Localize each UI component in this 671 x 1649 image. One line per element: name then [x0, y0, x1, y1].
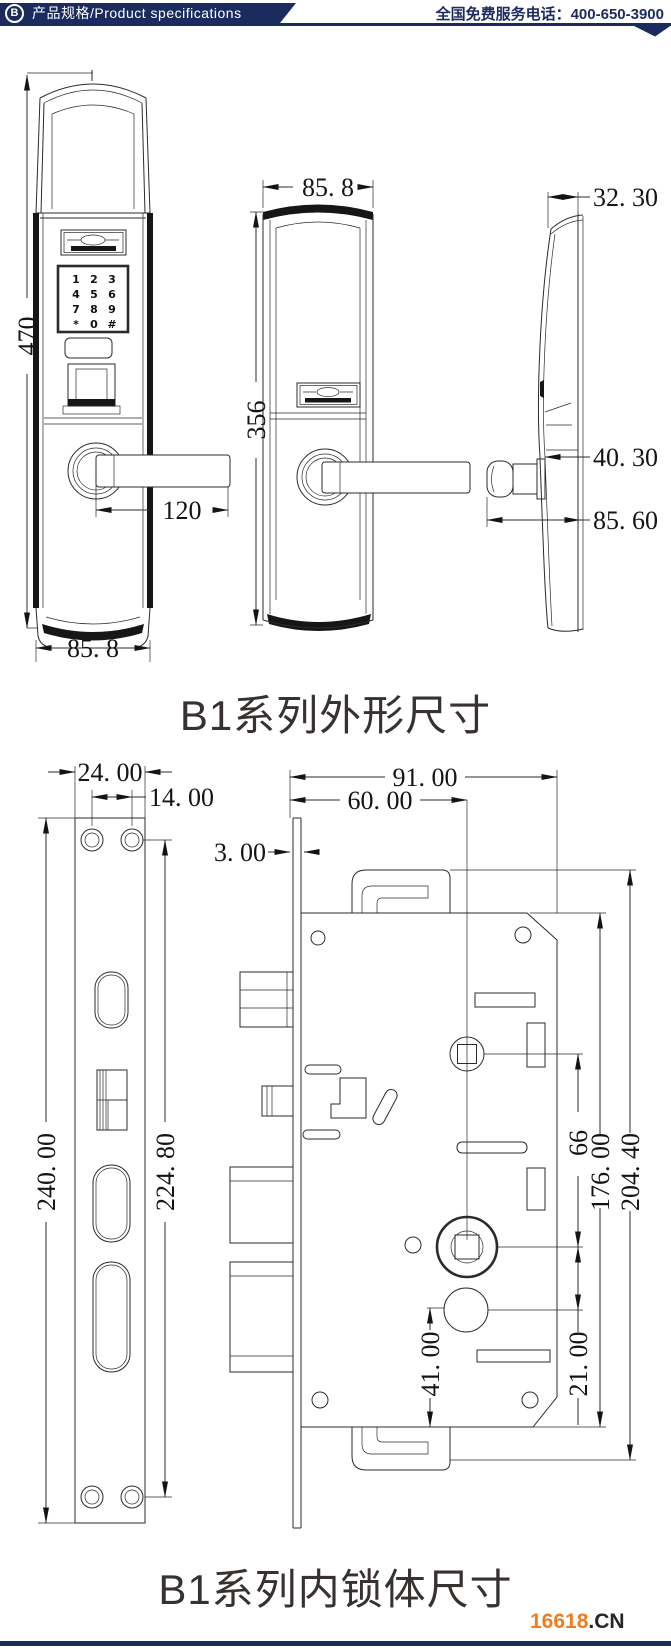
lockbody-drawing: 24. 00 14. 00 240. 00 224. 80 [32, 758, 645, 1529]
bottom-bar [0, 1641, 671, 1646]
key-4: 4 [72, 288, 80, 301]
key-0: 0 [90, 318, 98, 331]
key-6: 6 [108, 288, 116, 301]
keypad: 1 2 3 4 5 6 7 8 9 * 0 # [56, 264, 130, 334]
card-window [64, 337, 113, 359]
deadbolt-2 [229, 1261, 294, 1373]
section2-title: B1系列内锁体尺寸 [158, 1566, 513, 1613]
dim-front-width: 85. 8 [35, 634, 151, 663]
dim-plate-t: 3. 00 [214, 838, 320, 867]
svg-text:204. 40: 204. 40 [616, 1133, 645, 1211]
site-logo-number: 16618 [530, 1610, 589, 1633]
site-logo-tld: .CN [588, 1610, 625, 1633]
service-phone: 全国免费服务电话：400-650-3900 [435, 6, 664, 23]
header-bar: B 产品规格/Product specifications [0, 3, 296, 23]
side-handle [486, 458, 546, 500]
dim-plate-w: 24. 00 [48, 758, 172, 818]
svg-text:85. 60: 85. 60 [593, 506, 658, 535]
cylinder-hole [443, 1287, 489, 1333]
key-hash: # [107, 318, 116, 331]
dim-plate-h: 240. 00 [32, 817, 75, 1524]
section1-title: B1系列外形尺寸 [179, 692, 492, 739]
aux-bolt [261, 1085, 294, 1117]
dim-cyl-gap: 21. 00 [564, 1246, 593, 1425]
front-handle [95, 454, 231, 488]
dim-body-h: 176. 00 [530, 912, 615, 1428]
svg-text:176. 00: 176. 00 [586, 1133, 615, 1211]
faceplate-front [74, 817, 146, 1524]
dim-back-width: 85. 8 [262, 173, 374, 208]
back-view: 85. 8 356 [242, 173, 471, 631]
svg-text:85. 8: 85. 8 [67, 634, 119, 663]
svg-text:24. 00: 24. 00 [78, 758, 143, 787]
dim-470: 470 [13, 72, 93, 629]
svg-text:120: 120 [163, 496, 202, 525]
front-view: 1 2 3 4 5 6 7 8 9 * 0 # [13, 70, 231, 663]
dim-hole-gap: 14. 00 [91, 783, 214, 826]
svg-text:3. 00: 3. 00 [214, 838, 266, 867]
brand-b-icon: B [5, 3, 24, 23]
key-9: 9 [108, 303, 116, 316]
latch-cutout [96, 1069, 128, 1131]
dim-120: 120 [95, 473, 229, 525]
svg-text:356: 356 [242, 401, 271, 440]
back-brand-plate [296, 382, 361, 408]
svg-text:41. 00: 41. 00 [416, 1332, 445, 1397]
dim-side-low: 85. 60 [486, 497, 658, 535]
dim-side-top: 32. 30 [547, 183, 658, 228]
latch-bolt [239, 971, 294, 1028]
dim-cyl-bottom: 41. 00 [416, 1307, 445, 1428]
back-handle [321, 461, 471, 494]
header-rule [0, 23, 671, 26]
deadbolt-1 [229, 1166, 294, 1244]
svg-text:240. 00: 240. 00 [32, 1133, 61, 1211]
key-5: 5 [90, 288, 98, 301]
svg-text:60. 00: 60. 00 [348, 786, 413, 815]
dim-total-h: 204. 40 [450, 869, 645, 1461]
svg-text:40. 30: 40. 30 [593, 443, 658, 472]
dim-body-w: 91. 00 [289, 763, 558, 913]
key-1: 1 [72, 273, 80, 286]
key-2: 2 [90, 273, 98, 286]
fingerprint-module [62, 363, 121, 415]
key-8: 8 [90, 303, 98, 316]
header-triangle-icon [633, 25, 671, 37]
lockbody-side [229, 817, 558, 1529]
site-logo: 16618.CN [530, 1610, 625, 1634]
svg-text:21. 00: 21. 00 [564, 1332, 593, 1397]
svg-text:32. 30: 32. 30 [593, 183, 658, 212]
key-star: * [73, 318, 79, 331]
svg-text:66: 66 [564, 1130, 593, 1156]
svg-text:470: 470 [13, 317, 42, 356]
dim-356: 356 [242, 211, 271, 626]
dim-side-mid: 40. 30 [544, 443, 658, 472]
key-7: 7 [72, 303, 80, 316]
side-view: 32. 30 40. 30 85. 60 [486, 183, 658, 632]
svg-text:85. 8: 85. 8 [302, 173, 354, 202]
dim-backset: 60. 00 [289, 786, 468, 1240]
key-3: 3 [108, 273, 116, 286]
svg-text:91. 00: 91. 00 [393, 763, 458, 792]
dim-leaders [484, 1053, 583, 1311]
svg-text:224. 80: 224. 80 [151, 1133, 180, 1211]
brand-plate [60, 229, 127, 256]
exterior-drawing: 1 2 3 4 5 6 7 8 9 * 0 # [13, 70, 658, 663]
header-title: 产品规格/Product specifications [32, 5, 242, 21]
svg-text:14. 00: 14. 00 [149, 783, 214, 812]
dim-spindle-gap: 66 [564, 1053, 593, 1248]
dim-hole-span: 224. 80 [143, 839, 180, 1498]
